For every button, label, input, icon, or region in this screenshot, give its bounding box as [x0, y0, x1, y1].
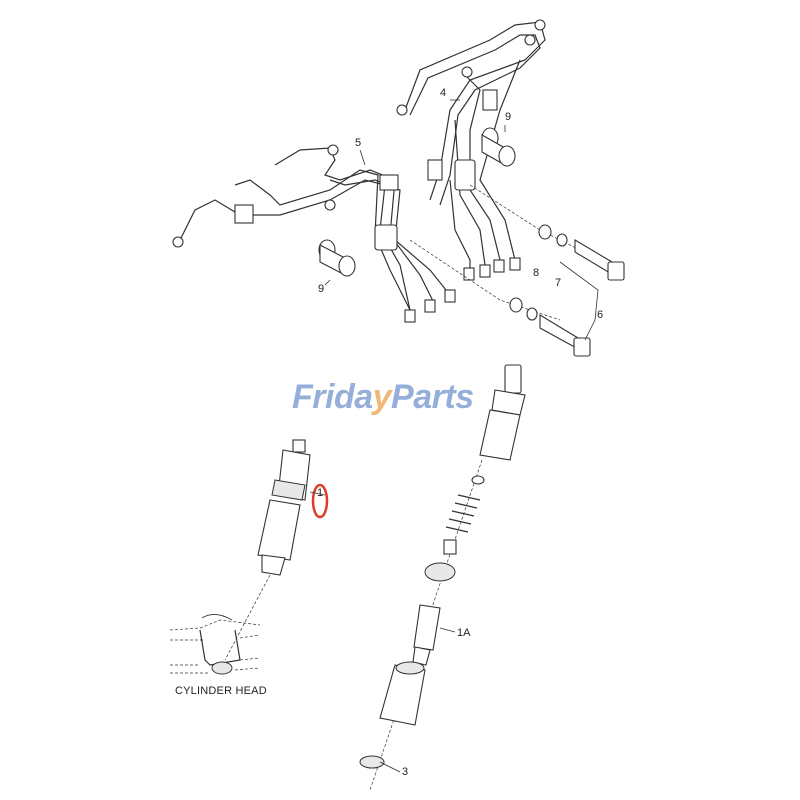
injector-left: [224, 439, 329, 661]
spacer-upper: [481, 127, 516, 167]
callout-9-lower: 9: [318, 283, 325, 295]
callout-7: 7: [555, 277, 562, 289]
watermark-text: Frida: [292, 378, 373, 416]
fuel-lines-4: [396, 19, 546, 281]
watermark-text: Parts: [391, 378, 474, 416]
watermark-logo: FridayParts: [292, 378, 474, 417]
cylinder-head: [169, 614, 261, 675]
spacer-lower: [318, 239, 356, 277]
callout-8: 8: [533, 267, 540, 279]
injector-right: [309, 99, 526, 791]
cylinder-head-caption: CYLINDER HEAD: [175, 685, 267, 697]
callout-1: 1: [317, 487, 324, 499]
callout-4: 4: [440, 87, 447, 99]
callout-1a: 1A: [457, 627, 471, 639]
callout-6: 6: [597, 309, 604, 321]
highlight-ring: [311, 483, 329, 519]
callout-3: 3: [402, 766, 409, 778]
callout-5: 5: [355, 137, 362, 149]
watermark-accent: y: [372, 378, 392, 416]
callout-9-upper: 9: [505, 111, 512, 123]
hardware: [409, 184, 625, 357]
fuel-lines-5: [172, 144, 456, 323]
